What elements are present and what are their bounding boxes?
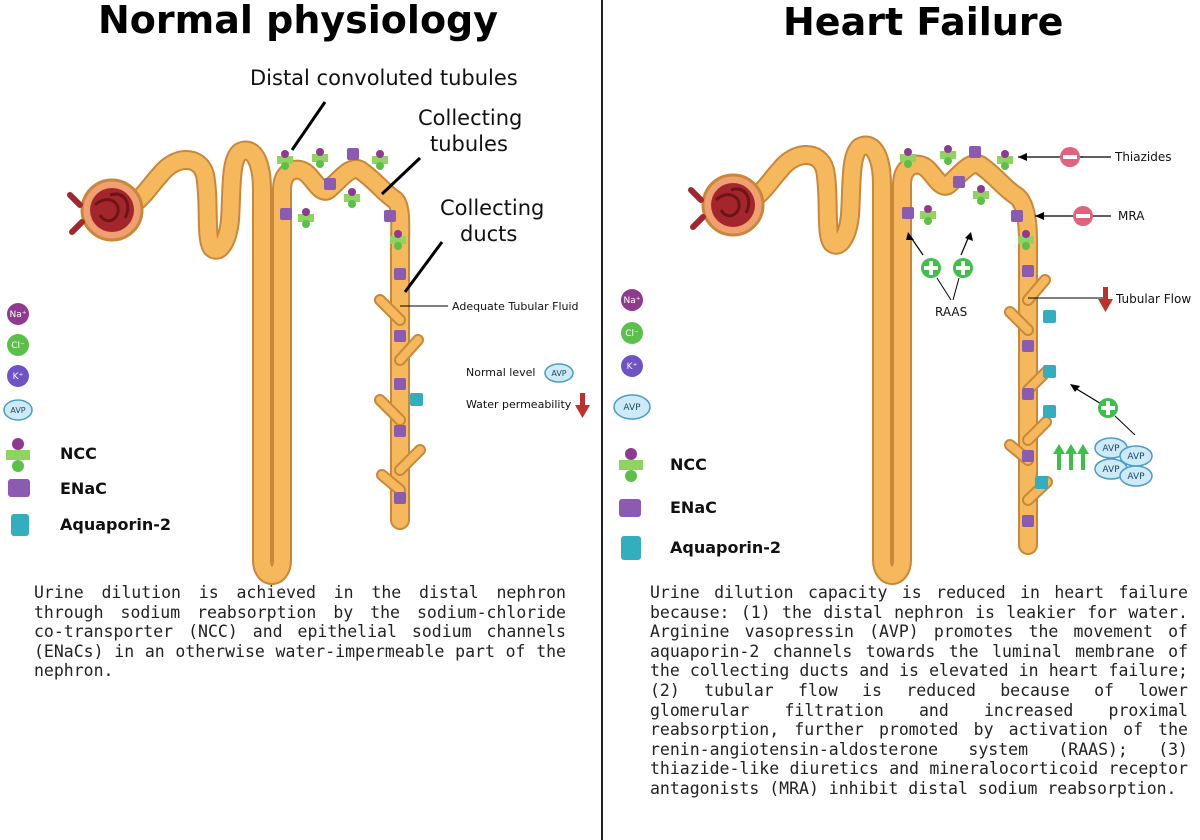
legend-ncc-icon (619, 448, 643, 482)
pointer-lines (290, 101, 444, 293)
svg-text:AVP: AVP (623, 403, 641, 413)
legend-aquaporin-icon (11, 514, 29, 536)
svg-text:K⁺: K⁺ (13, 372, 24, 382)
svg-text:Na⁺: Na⁺ (624, 296, 641, 306)
panel-title: Heart Failure (783, 0, 1064, 44)
svg-text:Na⁺: Na⁺ (10, 310, 27, 320)
svg-text:AVP: AVP (551, 369, 566, 378)
legend-normal: Na⁺ Cl⁻ K⁺ AVP NCC ENaC Aquaporin-2 (3, 303, 171, 536)
avp-badge: AVP (544, 363, 574, 383)
legend-ncc-icon (6, 438, 30, 472)
label-raas: RAAS (935, 305, 967, 319)
svg-text:AVP: AVP (1102, 465, 1120, 475)
legend-ncc-label: NCC (60, 444, 97, 463)
label-normal-level: Normal level (466, 366, 535, 379)
panel-divider (601, 0, 603, 840)
legend-cl-icon: Cl⁻ (7, 334, 29, 356)
label-collecting-tubules-2: tubules (430, 132, 508, 156)
legend-na-icon: Na⁺ (621, 289, 643, 311)
aquaporin-channel (410, 393, 423, 406)
enac-channels (902, 146, 1034, 527)
legend-ncc-label: NCC (670, 455, 707, 474)
svg-text:AVP: AVP (1127, 452, 1145, 462)
down-arrow-icon (575, 393, 590, 418)
label-water-permeability: Water permeability (466, 398, 572, 411)
aquaporin-channels (1035, 310, 1056, 489)
legend-enac-label: ENaC (60, 479, 107, 498)
svg-text:AVP: AVP (10, 406, 25, 415)
legend-aquaporin-label: Aquaporin-2 (670, 538, 781, 557)
legend-cl-icon: Cl⁻ (621, 322, 643, 344)
legend-avp-icon: AVP (3, 399, 33, 421)
nephron-tubule (110, 140, 426, 585)
svg-text:Cl⁻: Cl⁻ (625, 329, 639, 339)
enac-channels (280, 148, 406, 504)
svg-text:Cl⁻: Cl⁻ (11, 341, 25, 351)
mra-inhibitor (1035, 206, 1111, 226)
legend-heart-failure: Na⁺ Cl⁻ K⁺ AVP NCC ENaC Aquaporin-2 (613, 289, 781, 560)
legend-aquaporin-label: Aquaporin-2 (60, 515, 171, 534)
legend-enac-icon (619, 499, 641, 517)
label-adequate-fluid: Adequate Tubular Fluid (452, 300, 579, 313)
glomerulus (67, 178, 144, 242)
svg-text:K⁺: K⁺ (627, 362, 638, 372)
avp-stimulation (1070, 384, 1136, 436)
ncc-transporters (900, 145, 1034, 250)
svg-text:AVP: AVP (1102, 444, 1120, 454)
legend-enac-icon (8, 479, 30, 497)
up-arrows-icon (1053, 444, 1089, 470)
legend-k-icon: K⁺ (7, 365, 29, 387)
caption-normal: Urine dilution is achieved in the distal… (34, 583, 566, 681)
svg-text:AVP: AVP (1127, 472, 1145, 482)
legend-avp-icon: AVP (613, 394, 651, 420)
down-arrow-icon (1098, 287, 1113, 312)
ncc-transporters (277, 148, 406, 250)
label-distal-tubules: Distal convoluted tubules (250, 66, 518, 90)
thiazides-inhibitor (1018, 147, 1111, 167)
label-collecting-ducts-1: Collecting (440, 196, 544, 220)
normal-physiology-panel: Normal physiology (3, 0, 590, 681)
nephron-tubule (730, 135, 1053, 585)
nephron-diagram-heart-failure: Thiazides MRA RAAS Tubular F (613, 135, 1191, 585)
label-collecting-tubules-1: Collecting (418, 106, 522, 130)
legend-aquaporin-icon (621, 536, 641, 560)
legend-k-icon: K⁺ (621, 355, 643, 377)
label-tubular-flow: Tubular Flow (1115, 292, 1191, 306)
avp-cluster: AVP AVP AVP AVP (1094, 437, 1153, 487)
glomerulus (688, 173, 765, 237)
panel-title: Normal physiology (98, 0, 499, 42)
nephron-diagram-normal: Distal convoluted tubules Collecting tub… (3, 66, 590, 585)
heart-failure-panel: Heart Failure (603, 0, 1200, 840)
legend-enac-label: ENaC (670, 498, 717, 517)
label-mra: MRA (1118, 209, 1145, 223)
legend-na-icon: Na⁺ (7, 303, 29, 325)
caption-heart-failure: Urine dilution capacity is reduced in he… (650, 583, 1188, 798)
raas-stimulation (906, 232, 973, 301)
label-thiazides: Thiazides (1114, 150, 1172, 164)
label-collecting-ducts-2: ducts (460, 222, 517, 246)
